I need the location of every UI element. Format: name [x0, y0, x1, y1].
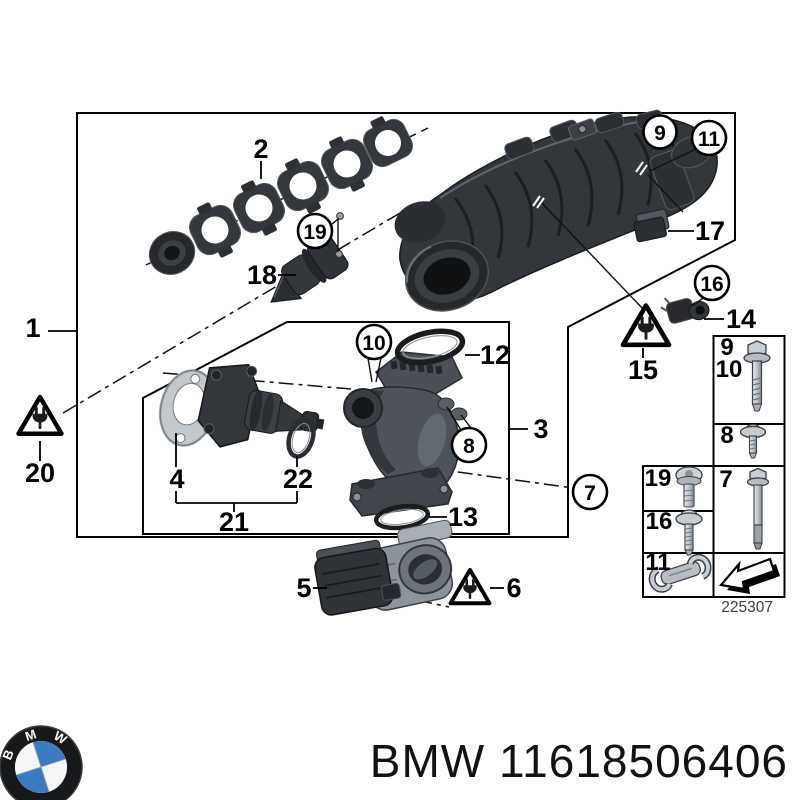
screw-19-drawing — [675, 466, 703, 508]
bolt-7-drawing — [746, 467, 770, 550]
callout-21: 21 — [219, 507, 249, 537]
electrical-warning-icon-15 — [623, 306, 669, 345]
diagram-plate-number: 225307 — [721, 599, 773, 616]
clip-11-drawing — [648, 553, 712, 593]
callout-7-circled: 7 — [584, 482, 596, 505]
part-number-text: BMW 11618506406 — [370, 735, 788, 787]
callout-4: 4 — [169, 464, 184, 494]
damper-17-drawing — [633, 208, 670, 243]
logo-letter-m: M — [23, 726, 38, 744]
table-label-16: 16 — [646, 508, 673, 535]
throttle-body-drawing — [314, 519, 454, 616]
table-label-7: 7 — [719, 466, 732, 493]
callout-1: 1 — [25, 313, 40, 343]
callout-3: 3 — [533, 414, 548, 444]
screw-8-drawing — [739, 423, 767, 459]
fastener-table: 9 10 8 7 19 16 11 — [642, 334, 786, 598]
callout-6: 6 — [506, 573, 521, 603]
bmw-logo: B M W — [0, 725, 83, 800]
circled-callouts — [296, 114, 731, 511]
callout-2: 2 — [253, 134, 268, 164]
subassembly-frame-3 — [142, 321, 510, 535]
table-label-19: 19 — [645, 465, 672, 492]
outer-assembly-frame — [76, 112, 736, 538]
callout-10-circled: 10 — [362, 332, 385, 355]
bolt-9-10-drawing — [743, 340, 771, 412]
intake-elbow-drawing — [343, 351, 468, 517]
intake-manifold-drawing — [394, 109, 718, 312]
callout-11-circled: 11 — [698, 128, 721, 151]
direction-arrow-icon — [718, 557, 780, 594]
callout-20: 20 — [25, 458, 55, 488]
callout-18: 18 — [247, 260, 277, 290]
table-label-8: 8 — [720, 422, 733, 449]
o-ring-13-drawing — [373, 503, 431, 531]
electrical-warning-icon-6 — [448, 568, 492, 606]
manifold-gasket-strip-drawing — [148, 116, 413, 275]
callout-14: 14 — [726, 304, 756, 334]
callout-17: 17 — [695, 216, 725, 246]
callout-22: 22 — [283, 464, 313, 494]
callout-5: 5 — [296, 573, 311, 603]
screw-16-drawing — [675, 509, 703, 556]
callout-8-circled: 8 — [463, 435, 475, 458]
table-label-11: 11 — [645, 549, 670, 576]
table-label-9: 9 — [720, 334, 733, 361]
callout-16-circled: 16 — [700, 273, 723, 296]
o-ring-22-drawing — [286, 417, 316, 459]
callout-9-circled: 9 — [654, 122, 666, 145]
callout-19-circled: 19 — [303, 221, 326, 244]
callout-15: 15 — [628, 355, 658, 385]
o-ring-12-drawing — [394, 328, 466, 366]
callout-13: 13 — [448, 502, 478, 532]
table-label-10: 10 — [716, 356, 743, 383]
callout-12: 12 — [480, 340, 510, 370]
electrical-warning-icon-20 — [18, 397, 61, 434]
